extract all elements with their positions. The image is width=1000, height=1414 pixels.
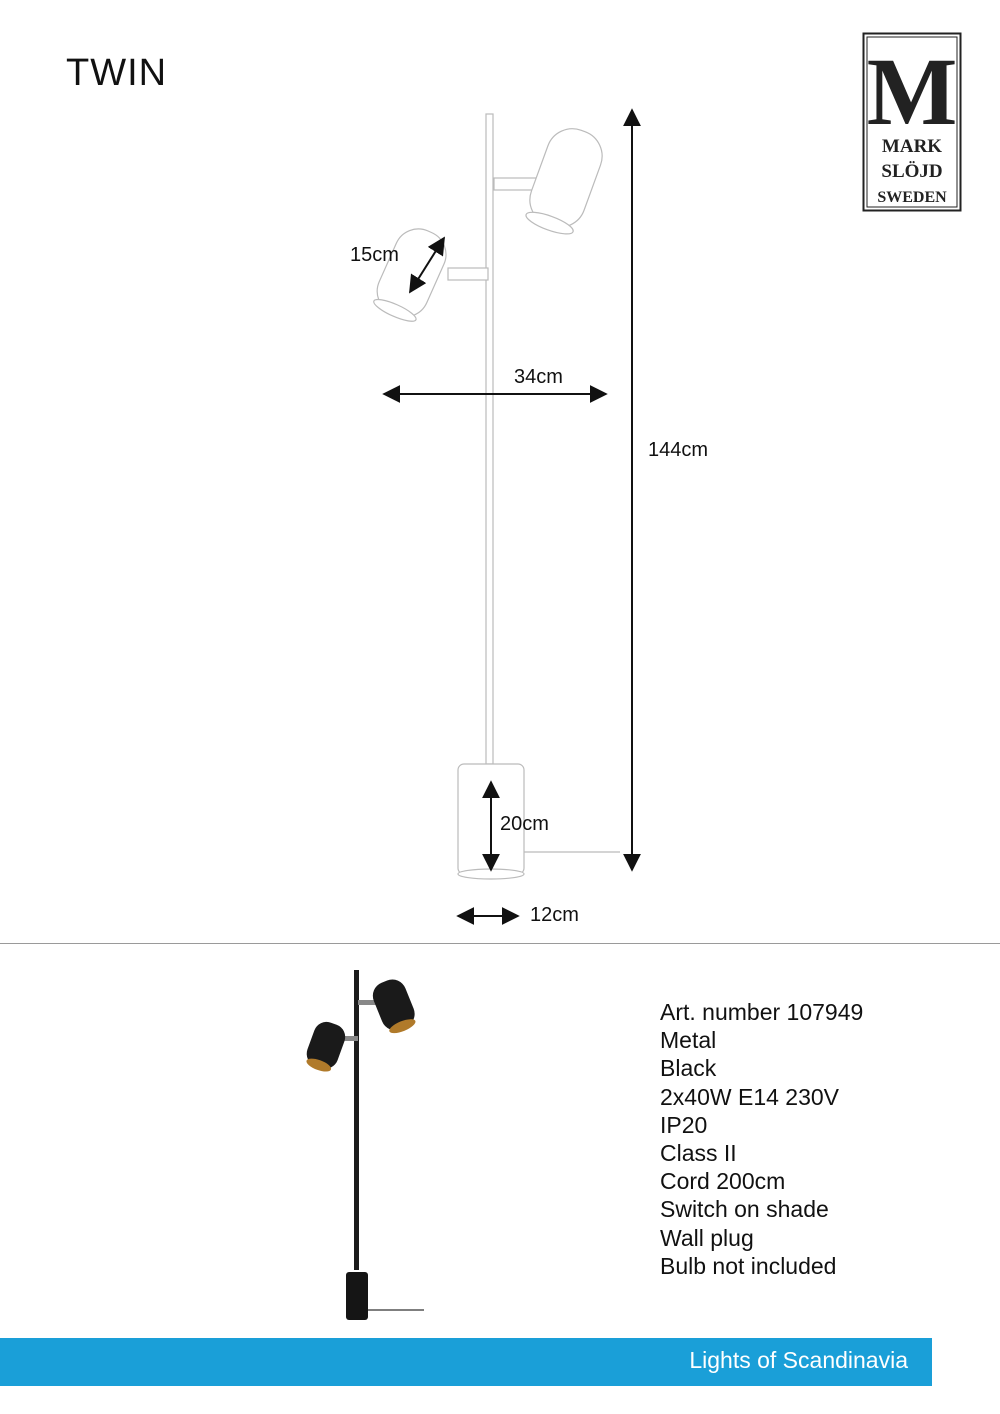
dim-height-label: 144cm	[648, 439, 709, 461]
dim-shade-label: 15cm	[350, 244, 399, 266]
dimension-drawing	[373, 108, 641, 925]
dim-base-height-label: 20cm	[500, 813, 549, 835]
spec-item: 2x40W E14 230V	[660, 1083, 840, 1110]
spec-item: Black	[660, 1055, 717, 1082]
logo-line-3: SWEDEN	[877, 189, 947, 206]
spec-item: Class II	[660, 1140, 737, 1167]
dim-base-width-label: 12cm	[530, 904, 579, 926]
shade-arrow	[409, 236, 445, 294]
brand-logo: M MARK SLÖJD SWEDEN	[862, 32, 962, 212]
logo-letter: M	[867, 38, 958, 145]
spec-item: Art. number 107949	[660, 999, 864, 1025]
spec-list: Art. number 107949 Metal Black 2x40W E14…	[660, 998, 863, 1280]
spec-item: Bulb not included	[660, 1252, 837, 1279]
spec-item: Cord 200cm	[660, 1168, 786, 1195]
product-photo	[306, 970, 424, 1320]
banner-text: Lights of Scandinavia	[689, 1347, 908, 1373]
spec-item: Metal	[660, 1027, 717, 1054]
dim-width-label: 34cm	[514, 366, 563, 388]
logo-line-1: MARK	[882, 136, 942, 157]
lamp-outline	[373, 113, 620, 880]
spec-item: IP20	[660, 1111, 708, 1138]
logo-line-2: SLÖJD	[881, 161, 942, 182]
footer-banner: Lights of Scandinavia	[0, 1338, 932, 1386]
product-title: TWIN	[66, 52, 168, 94]
spec-item: Switch on shade	[660, 1196, 829, 1223]
section-divider	[0, 943, 1000, 944]
spec-item: Wall plug	[660, 1224, 754, 1251]
